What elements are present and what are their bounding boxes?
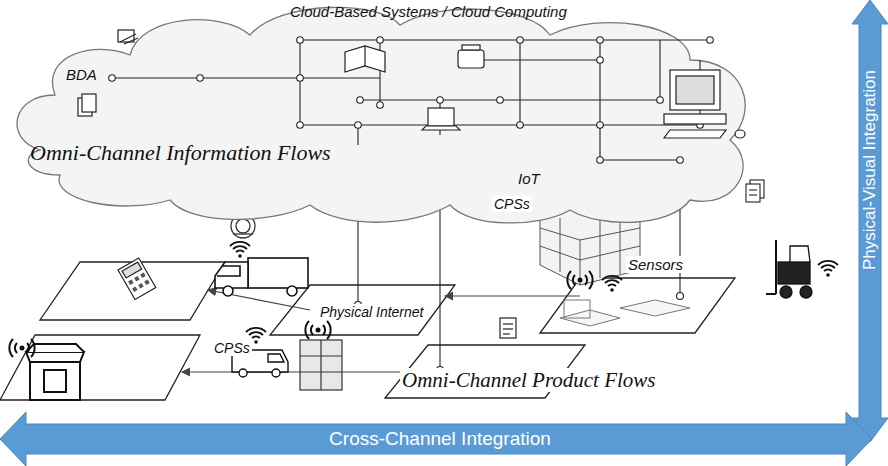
arrow-caption: Physical-Visual Integration — [860, 70, 880, 270]
physical-internet-label: Physical Internet — [318, 304, 426, 320]
cloud-outline — [17, 7, 745, 223]
product-flows-label: Omni-Channel Product Flows — [400, 368, 658, 392]
arrow-shape — [852, 0, 888, 442]
cloud-title: Cloud-Based Systems / Cloud Computing — [290, 3, 567, 20]
cloud-region: Cloud-Based Systems / Cloud ComputingBDA… — [0, 0, 760, 228]
iot-label: IoT — [518, 170, 540, 187]
device-icons — [78, 30, 745, 138]
bda-label: BDA — [66, 66, 97, 83]
cps-label: CPSs — [212, 340, 252, 356]
arrow-shape — [0, 412, 872, 466]
arrow-caption: Cross-Channel Integration — [329, 428, 551, 450]
cps-label: CPSs — [492, 196, 532, 212]
horizontal-arrow: Cross-Channel Integration — [0, 412, 872, 466]
cloud-region-shape — [0, 0, 760, 228]
sensors-label: Sensors — [626, 256, 685, 273]
information-flows-label: Omni-Channel Information Flows — [30, 140, 331, 165]
vertical-arrow: Physical-Visual Integration — [852, 0, 888, 442]
